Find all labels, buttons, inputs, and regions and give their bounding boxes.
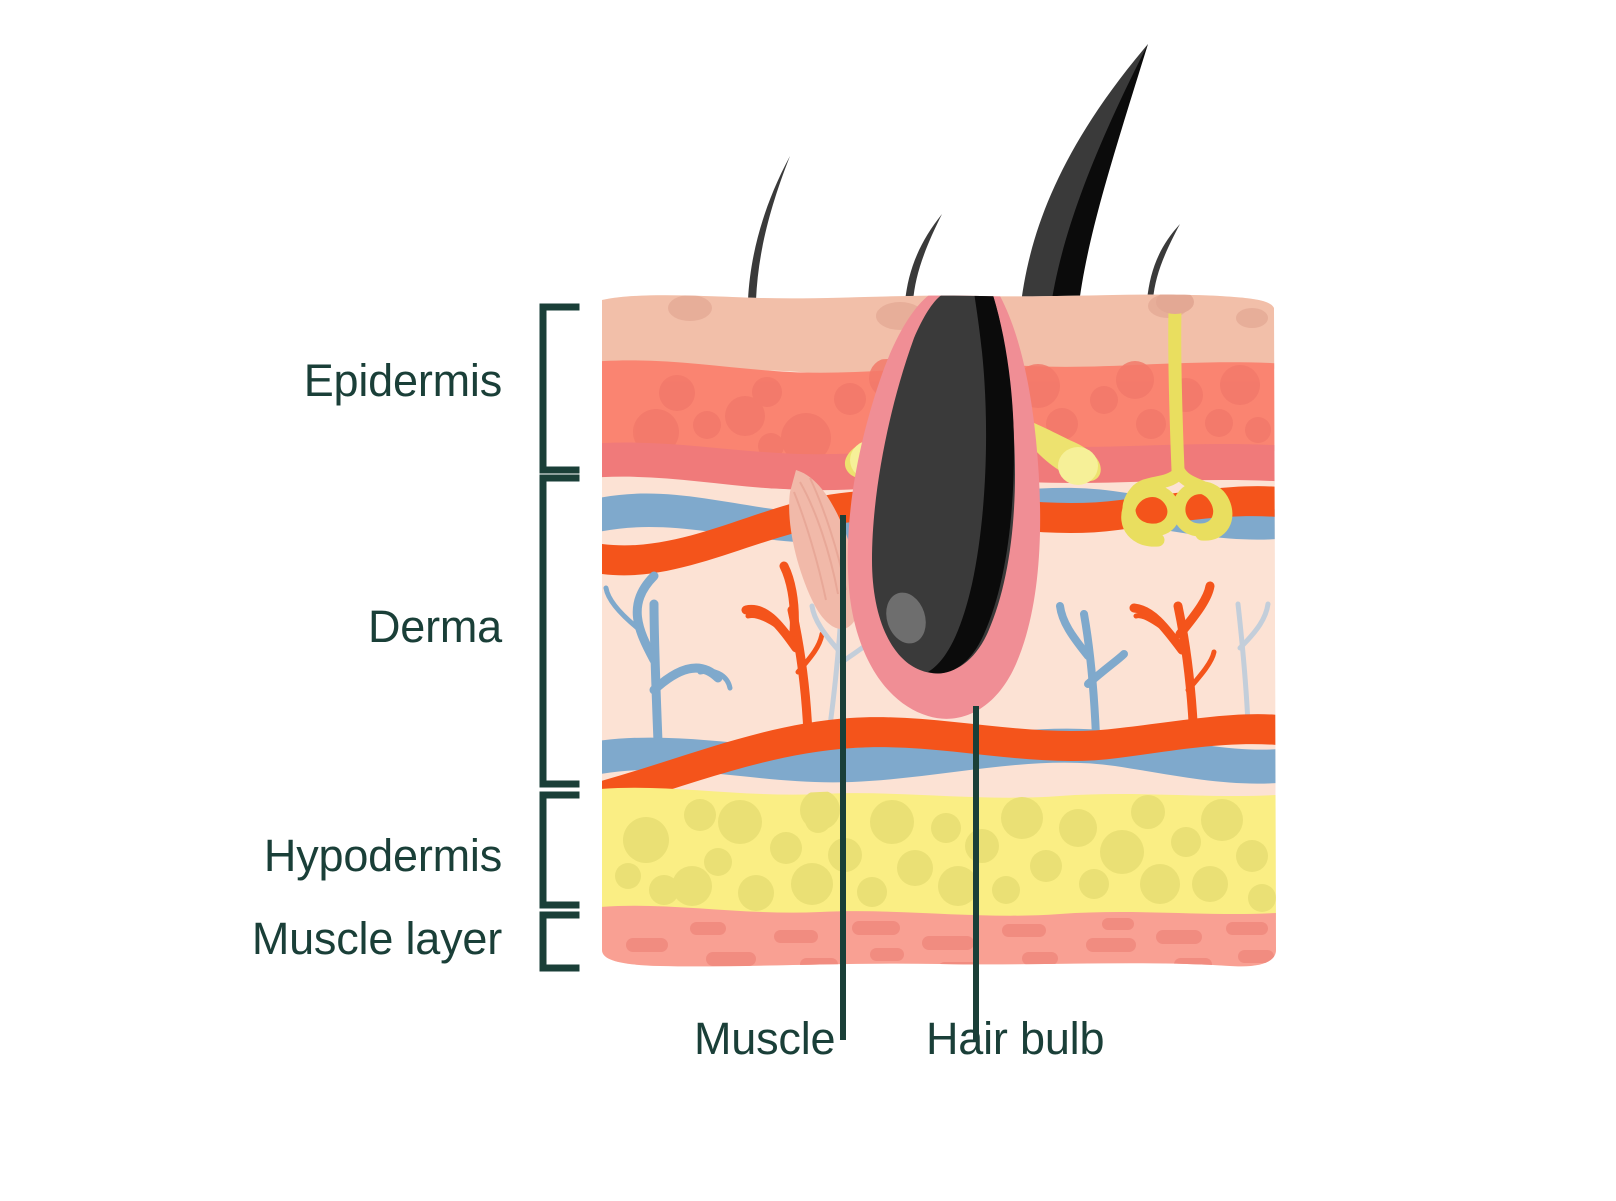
- vein-branch-right: [1056, 602, 1128, 740]
- bracket-derma: [539, 474, 580, 788]
- artery-upper: [602, 486, 1276, 576]
- sweat-gland: [1121, 303, 1233, 547]
- layer-label-hypodermis: Hypodermis: [263, 830, 502, 881]
- skin-block: [602, 294, 1276, 967]
- artery-lower: [602, 714, 1276, 814]
- callout-leader-lines: [840, 515, 979, 1040]
- callout-label-hair-bulb: Hair bulb: [926, 1013, 1105, 1064]
- bracket-muscle-layer: [539, 911, 580, 972]
- muscle-fibre-dashes: [626, 918, 1274, 967]
- hair-bulb-highlight: [886, 592, 926, 644]
- bracket-epidermis: [539, 303, 580, 474]
- vein-branch-left-fine: [603, 585, 733, 691]
- artery-branch-left-fine: [745, 613, 825, 675]
- artery-branch-right-fine: [1133, 613, 1217, 693]
- fat-cells: [615, 790, 1276, 912]
- layer-label-muscle-layer: Muscle layer: [251, 913, 502, 964]
- sweat-duct: [1168, 303, 1185, 477]
- nerve-fibre-right: [1235, 601, 1271, 727]
- bracket-hypodermis: [539, 791, 580, 909]
- hair-bulb: [872, 294, 1015, 674]
- layer-label-derma: Derma: [367, 601, 502, 652]
- hair-shaft-main: [1020, 44, 1148, 312]
- layer-label-epidermis: Epidermis: [303, 355, 502, 406]
- layer-brackets: [539, 303, 580, 972]
- hair-shaft-thin: [748, 156, 1180, 302]
- callout-label-muscle: Muscle: [694, 1013, 836, 1064]
- sweat-pore: [1156, 294, 1194, 314]
